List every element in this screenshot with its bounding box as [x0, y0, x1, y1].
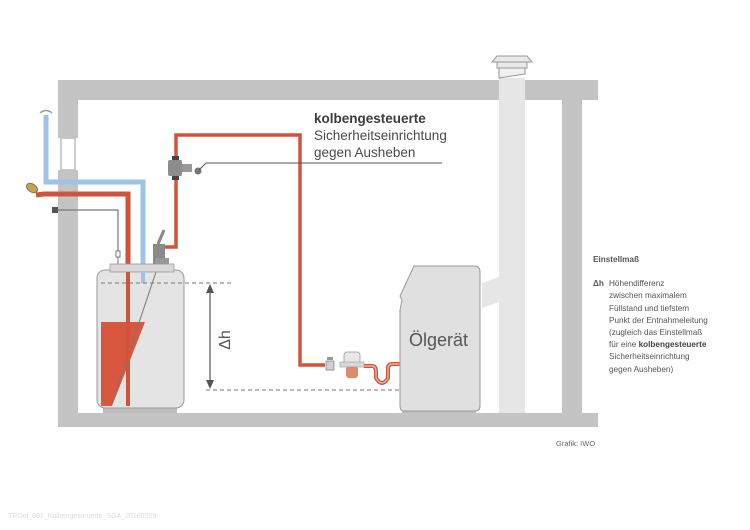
tank-lid	[109, 263, 175, 273]
appliance-body	[399, 265, 481, 412]
legend-line: Füllstand und tiefstem	[609, 303, 690, 313]
legend-line-bold: kolbengesteuerte	[638, 340, 707, 350]
legend-line: Sicherheitseinrichtung	[609, 352, 690, 362]
chimney-cowl	[498, 67, 526, 79]
legend-line: für eine kolbengesteuerte	[609, 339, 708, 351]
legend-line: Höhendifferenz	[609, 279, 665, 289]
callout-line-1: kolbengesteuerte	[314, 111, 426, 126]
chimney-cap-base	[496, 61, 528, 69]
graphic-credit: Grafik: IWO	[556, 439, 596, 448]
appliance-label: Ölgerät	[409, 330, 468, 350]
callout-line-3: gegen Ausheben	[314, 145, 416, 160]
legend-symbol: Δh	[593, 279, 604, 289]
sensor-line	[58, 209, 119, 252]
left-wall-upper	[58, 80, 78, 138]
tank-extraction-fitting-icon	[153, 229, 169, 264]
legend-title: Einstellmaß	[593, 255, 639, 264]
callout-text: kolbengesteuerte Sicherheitseinrichtung …	[314, 110, 447, 161]
arrow-head-down-icon	[206, 380, 214, 389]
shutoff-valve-icon	[325, 357, 335, 371]
vent-pipe	[43, 115, 146, 275]
legend-line: zwischen maximalem	[609, 291, 687, 301]
legend-line-prefix: für eine	[609, 340, 639, 350]
callout-line-2: Sicherheitseinrichtung	[314, 128, 447, 143]
oil-tank	[96, 263, 185, 413]
ceiling-wall	[58, 80, 598, 100]
legend-line: (zugleich das Einstellmaß	[609, 328, 703, 338]
tank-base	[103, 405, 177, 413]
left-wall-lower	[58, 170, 78, 425]
flue-connector	[482, 277, 499, 308]
chimney	[482, 55, 534, 413]
sensor-probe-icon	[115, 250, 121, 258]
arrow-head-up-icon	[206, 284, 214, 293]
legend-line: Punkt der Entnahmeleitung	[609, 315, 708, 325]
legend-line: gegen Ausheben)	[609, 364, 674, 374]
flex-hose	[364, 362, 400, 385]
sensor-plug-icon	[52, 207, 58, 213]
legend: Einstellmaß Δh Höhendifferenz zwischen m…	[593, 254, 708, 376]
oil-filter-icon	[339, 351, 365, 378]
vent-cap-icon	[39, 109, 53, 114]
safety-valve-icon	[168, 156, 202, 180]
floor	[58, 413, 598, 427]
oil-appliance: Ölgerät	[399, 265, 481, 413]
wall-opening	[60, 137, 76, 171]
legend-description: Höhendifferenz zwischen maximalem Füllst…	[609, 278, 708, 376]
callout-leader-line	[198, 162, 442, 171]
suction-line-diagonal	[110, 271, 157, 407]
right-wall	[562, 100, 582, 425]
supply-pipe	[165, 133, 325, 367]
file-id: TROel_091_Kolbengesteuerte_SGA_20180209	[8, 513, 157, 520]
flex-hose-outline	[364, 363, 400, 384]
chimney-cap	[490, 55, 534, 63]
flue-shaft	[499, 78, 525, 413]
tank-oil-fill	[101, 322, 145, 406]
fill-coupling-icon	[26, 182, 38, 194]
building-walls	[58, 80, 598, 427]
delta-h-label: Δh	[217, 330, 234, 350]
